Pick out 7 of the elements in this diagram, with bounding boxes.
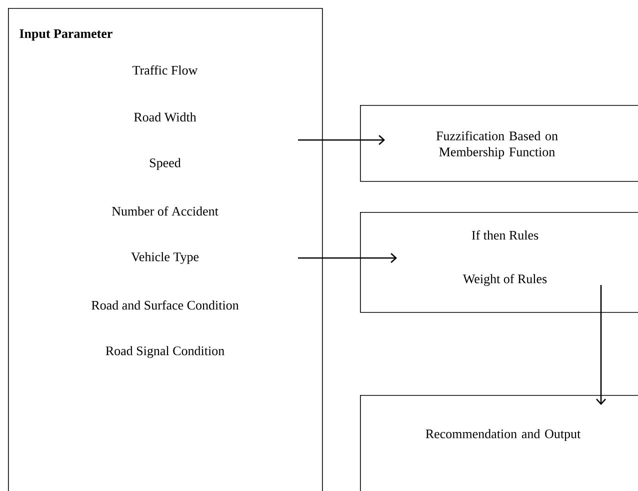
input-parameter-box: Input Parameter Traffic Flow Road Width Speed Number of Accident Vehicle Type Road and Surface Condition Road Signal Condition	[8, 8, 323, 491]
arrow	[298, 253, 397, 263]
output-box: Recommendation and Output	[360, 395, 638, 491]
process-box: If then Rules Weight of Rules	[360, 212, 638, 313]
process-box: Fuzzification Based on Membership Function	[360, 105, 638, 182]
arrow	[298, 135, 385, 145]
arrow	[596, 285, 606, 405]
